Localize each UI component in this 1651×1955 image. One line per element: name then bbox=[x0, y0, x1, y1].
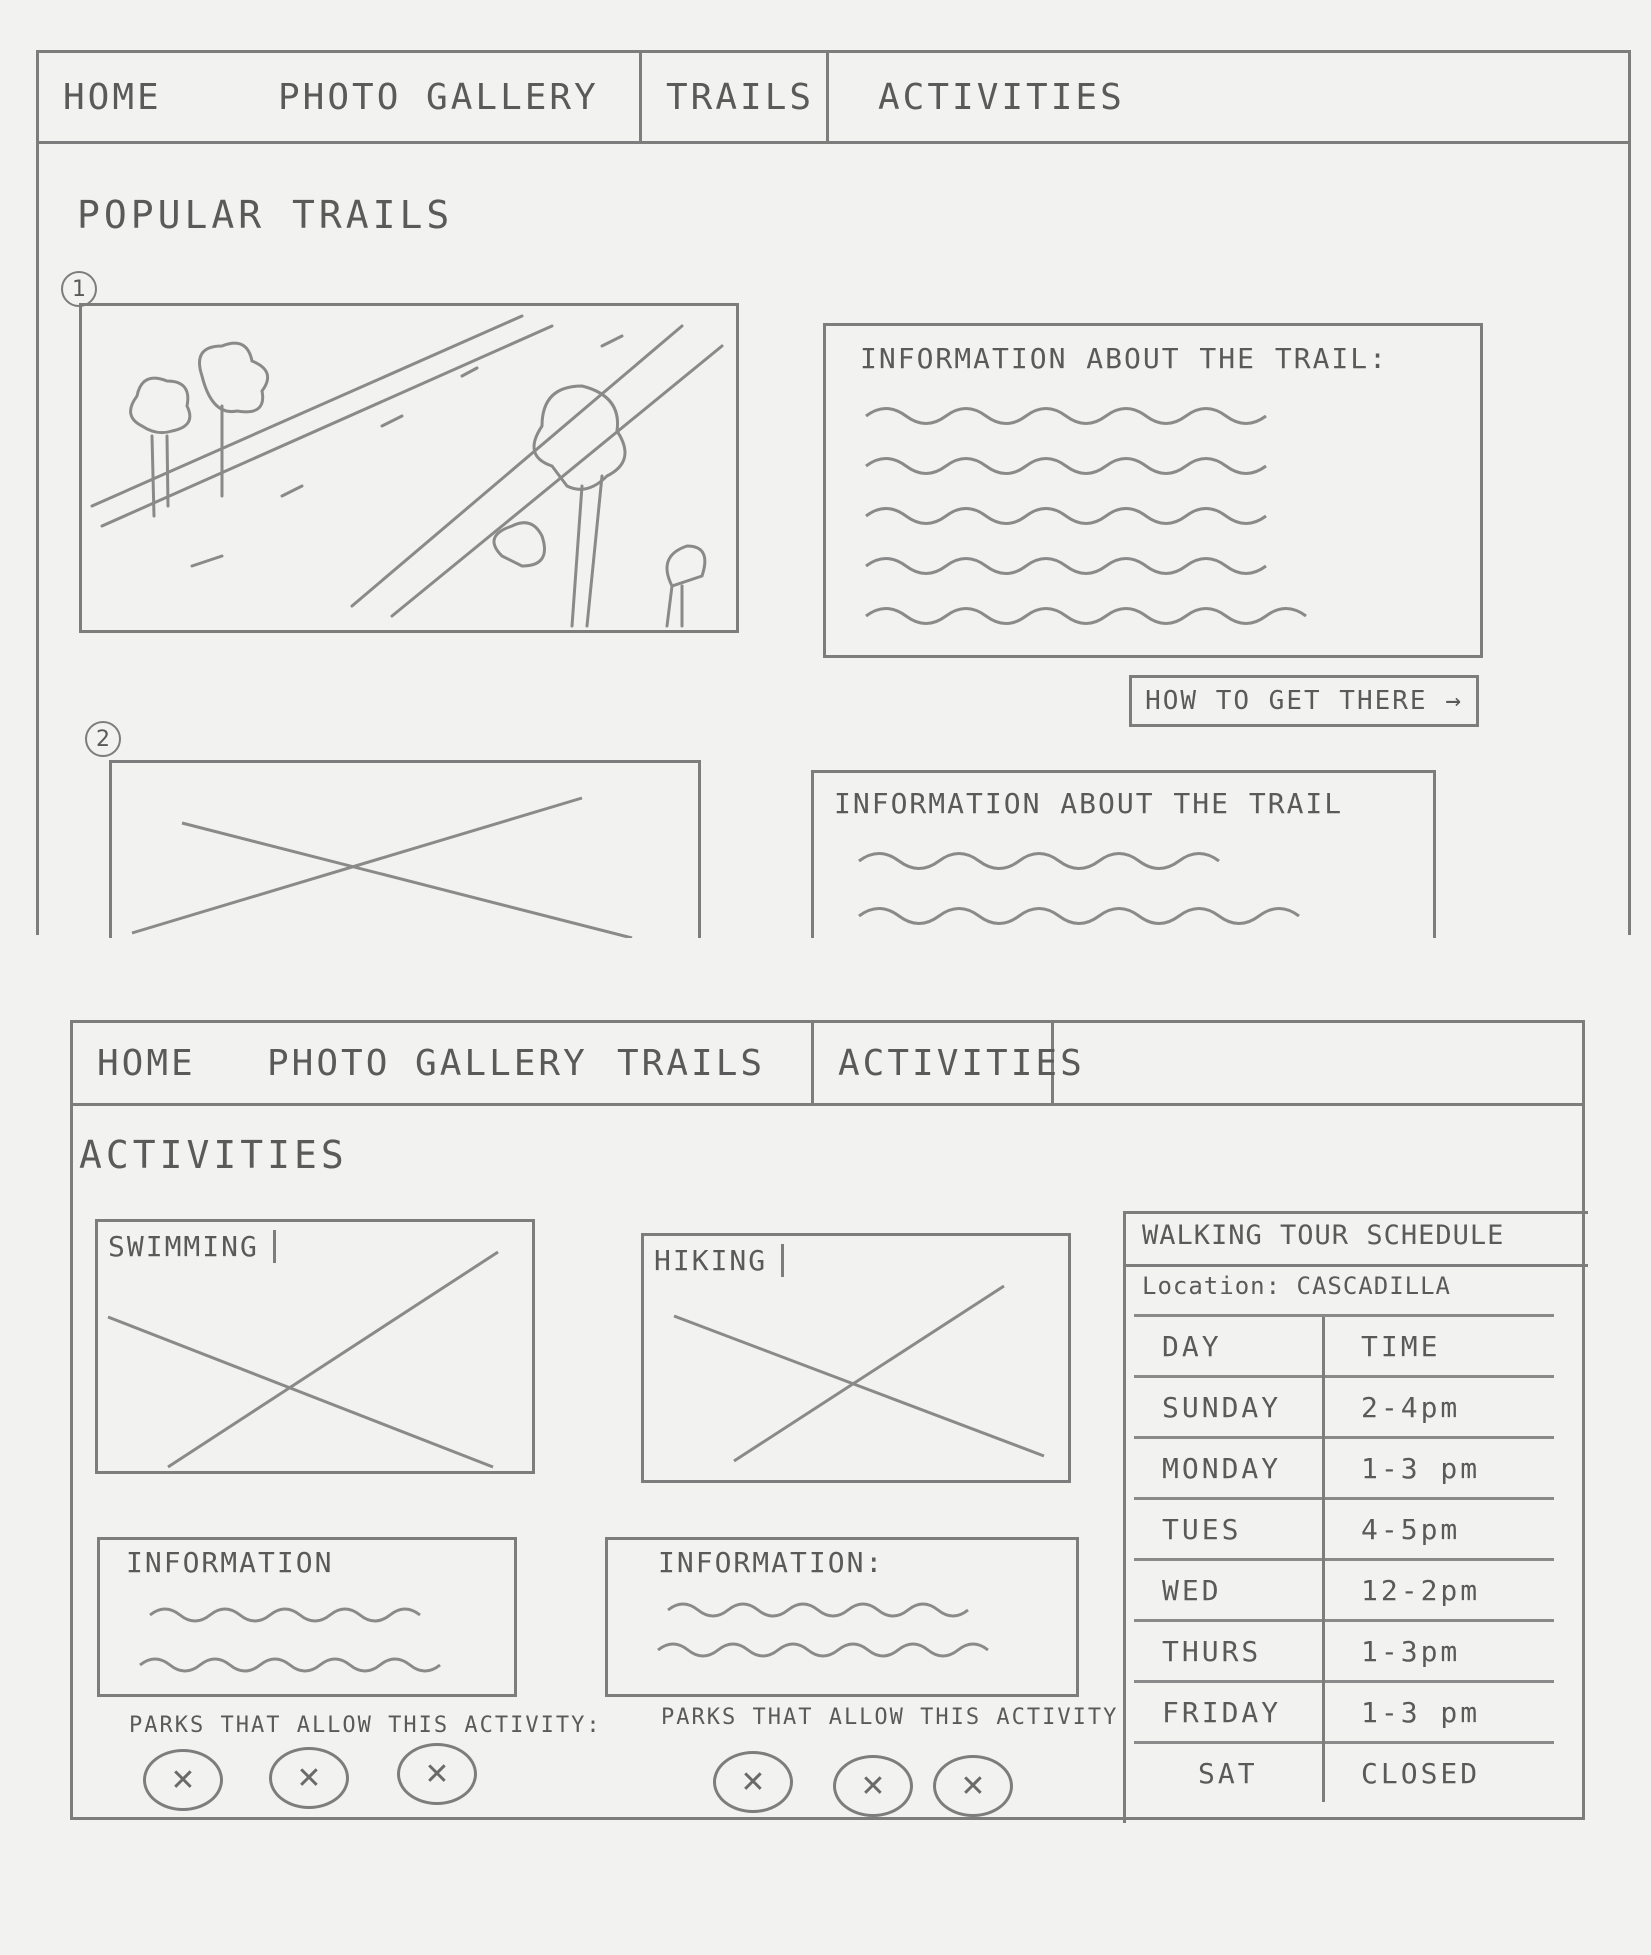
schedule-time: 1-3 pm bbox=[1322, 1680, 1554, 1743]
placeholder-text-lines bbox=[865, 407, 1307, 625]
trail2-info-box: INFORMATION ABOUT THE TRAIL bbox=[811, 770, 1436, 938]
schedule-time: 12-2pm bbox=[1322, 1558, 1554, 1621]
placeholder-text-lines bbox=[139, 1607, 441, 1673]
schedule-day: TUES bbox=[1134, 1497, 1324, 1560]
schedule-time: 1-3 pm bbox=[1322, 1436, 1554, 1499]
trail1-image bbox=[79, 303, 739, 633]
hiking-card[interactable]: HIKING bbox=[641, 1233, 1071, 1483]
swimming-card-title: SWIMMING bbox=[108, 1230, 276, 1263]
nav-activities[interactable]: ACTIVITIES bbox=[878, 76, 1125, 118]
page-title: ACTIVITIES bbox=[79, 1133, 348, 1177]
image-placeholder-x bbox=[131, 796, 633, 938]
hiking-card-title: HIKING bbox=[654, 1244, 785, 1277]
table-header-row: DAY TIME bbox=[1134, 1314, 1554, 1377]
schedule-title: WALKING TOUR SCHEDULE bbox=[1142, 1220, 1505, 1251]
table-row: TUES 4-5pm bbox=[1134, 1497, 1554, 1560]
table-row: SAT CLOSED bbox=[1134, 1741, 1554, 1802]
schedule-location: Location: CASCADILLA bbox=[1142, 1272, 1451, 1300]
nav-photo-gallery[interactable]: PHOTO GALLERY bbox=[267, 1042, 588, 1084]
hiking-info-title: INFORMATION: bbox=[658, 1546, 885, 1579]
column-header-time: TIME bbox=[1322, 1314, 1554, 1377]
park-placeholder-icon[interactable]: ✕ bbox=[143, 1749, 223, 1811]
swimming-card[interactable]: SWIMMING bbox=[95, 1219, 535, 1474]
hiking-parks-label: PARKS THAT ALLOW THIS ACTIVITY bbox=[661, 1705, 1119, 1730]
schedule-day: SAT bbox=[1134, 1741, 1324, 1802]
schedule-table: DAY TIME SUNDAY 2-4pm MONDAY 1-3 pm TUES… bbox=[1134, 1314, 1554, 1802]
schedule-divider bbox=[1126, 1264, 1588, 1267]
schedule-day: WED bbox=[1134, 1558, 1324, 1621]
trail2-info-title: INFORMATION ABOUT THE TRAIL bbox=[834, 787, 1344, 820]
placeholder-text-lines bbox=[657, 1602, 989, 1658]
top-nav: HOME PHOTO GALLERY TRAILS ACTIVITIES bbox=[39, 53, 1628, 144]
how-to-get-there-button[interactable]: HOW TO GET THERE → bbox=[1129, 675, 1479, 727]
park-placeholder-icon[interactable]: ✕ bbox=[933, 1755, 1013, 1817]
trail1-info-box: INFORMATION ABOUT THE TRAIL: bbox=[823, 323, 1483, 658]
nav-trails[interactable]: TRAILS bbox=[617, 1042, 766, 1084]
page-title: POPULAR TRAILS bbox=[77, 193, 454, 237]
table-row: MONDAY 1-3 pm bbox=[1134, 1436, 1554, 1499]
schedule-day: THURS bbox=[1134, 1619, 1324, 1682]
column-header-day: DAY bbox=[1134, 1314, 1324, 1377]
placeholder-text-lines bbox=[858, 852, 1300, 925]
nav-home[interactable]: HOME bbox=[63, 76, 162, 118]
park-placeholder-icon[interactable]: ✕ bbox=[833, 1755, 913, 1817]
schedule-time: CLOSED bbox=[1322, 1741, 1554, 1802]
activities-page-sketch: HOME PHOTO GALLERY TRAILS ACTIVITIES ACT… bbox=[70, 1020, 1588, 1823]
schedule-day: SUNDAY bbox=[1134, 1375, 1324, 1438]
swimming-parks-label: PARKS THAT ALLOW THIS ACTIVITY: bbox=[129, 1713, 602, 1738]
table-row: THURS 1-3pm bbox=[1134, 1619, 1554, 1682]
nav-home[interactable]: HOME bbox=[97, 1042, 196, 1084]
nav-activities[interactable]: ACTIVITIES bbox=[811, 1023, 1082, 1103]
trail-landscape-illustration bbox=[90, 314, 724, 628]
table-row: WED 12-2pm bbox=[1134, 1558, 1554, 1621]
nav-photo-gallery[interactable]: PHOTO GALLERY bbox=[278, 76, 599, 118]
schedule-day: MONDAY bbox=[1134, 1436, 1324, 1499]
hiking-info-box: INFORMATION: bbox=[605, 1537, 1079, 1697]
trails-page-sketch: HOME PHOTO GALLERY TRAILS ACTIVITIES POP… bbox=[36, 50, 1631, 938]
swimming-info-box: INFORMATION bbox=[97, 1537, 517, 1697]
table-row: FRIDAY 1-3 pm bbox=[1134, 1680, 1554, 1743]
top-nav: HOME PHOTO GALLERY TRAILS ACTIVITIES bbox=[73, 1023, 1582, 1106]
park-placeholder-icon[interactable]: ✕ bbox=[397, 1743, 477, 1805]
table-row: SUNDAY 2-4pm bbox=[1134, 1375, 1554, 1438]
trail1-info-title: INFORMATION ABOUT THE TRAIL: bbox=[860, 342, 1389, 375]
nav-trails[interactable]: TRAILS bbox=[639, 53, 829, 141]
image-placeholder-x bbox=[107, 1250, 499, 1469]
walking-tour-schedule: WALKING TOUR SCHEDULE Location: CASCADIL… bbox=[1123, 1211, 1588, 1823]
schedule-day: FRIDAY bbox=[1134, 1680, 1324, 1743]
trail-number-badge: 2 bbox=[85, 721, 121, 757]
park-placeholder-icon[interactable]: ✕ bbox=[269, 1747, 349, 1809]
schedule-time: 1-3pm bbox=[1322, 1619, 1554, 1682]
swimming-info-title: INFORMATION bbox=[126, 1546, 334, 1579]
schedule-time: 4-5pm bbox=[1322, 1497, 1554, 1560]
park-placeholder-icon[interactable]: ✕ bbox=[713, 1751, 793, 1813]
image-placeholder-x bbox=[673, 1284, 1045, 1463]
schedule-time: 2-4pm bbox=[1322, 1375, 1554, 1438]
trail2-image-placeholder bbox=[109, 760, 701, 938]
trail-number-badge: 1 bbox=[61, 271, 97, 307]
